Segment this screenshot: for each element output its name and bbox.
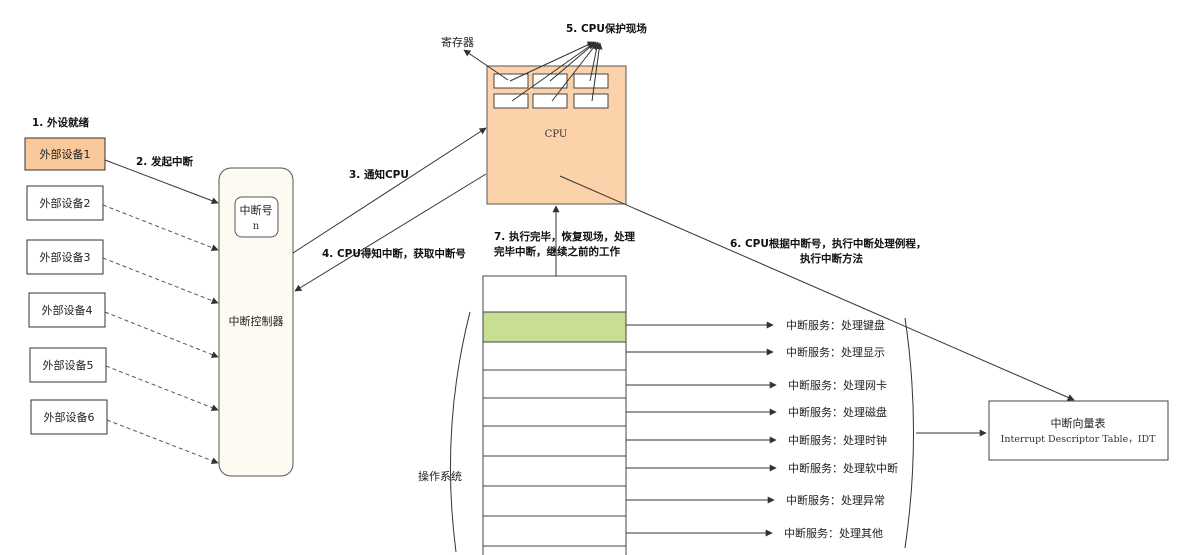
arrow-device3-controller xyxy=(102,257,219,304)
step-4-label: 4. CPU得知中断，获取中断号 xyxy=(322,247,466,260)
idt-subtitle: Interrupt Descriptor Table，IDT xyxy=(1001,434,1156,445)
os-table-row xyxy=(482,485,627,517)
service-label-soft-interrupt: 中断服务：处理软中断 xyxy=(788,461,898,475)
os-label: 操作系统 xyxy=(418,469,462,483)
os-brace xyxy=(449,311,471,553)
arrow-notify-cpu xyxy=(292,127,487,254)
idt-title: 中断向量表 xyxy=(1051,416,1106,430)
interrupt-number-box: 中断号 n xyxy=(234,196,279,238)
arrow-register-label xyxy=(463,49,509,81)
register-5 xyxy=(532,93,568,109)
service-label-clock: 中断服务：处理时钟 xyxy=(788,433,887,447)
os-table-row-top xyxy=(482,275,627,313)
os-table-row xyxy=(482,425,627,457)
os-table-row xyxy=(482,397,627,427)
arrow-device1-controller xyxy=(104,159,219,205)
step-7-label-line2: 完毕中断，继续之前的工作 xyxy=(494,245,620,258)
arrow-device2-controller xyxy=(102,204,219,251)
cpu-label: CPU xyxy=(545,129,568,140)
device-3: 外部设备3 xyxy=(26,239,104,275)
device-6-label: 外部设备6 xyxy=(44,410,95,424)
interrupt-number-value: n xyxy=(253,221,260,232)
step-1-label: 1. 外设就绪 xyxy=(32,116,89,129)
register-6 xyxy=(573,93,609,109)
device-2: 外部设备2 xyxy=(26,185,104,221)
step-3-label: 3. 通知CPU xyxy=(349,168,409,181)
step-7-label-line1: 7. 执行完毕，恢复现场，处理 xyxy=(494,230,635,243)
os-table-row-active xyxy=(482,311,627,343)
step-6-label-line1: 6. CPU根据中断号，执行中断处理例程， xyxy=(730,237,926,250)
step-5-label: 5. CPU保护现场 xyxy=(566,22,647,35)
save-context-arrows xyxy=(509,41,603,102)
service-label-network: 中断服务：处理网卡 xyxy=(788,378,887,392)
service-label-keyboard: 中断服务：处理键盘 xyxy=(786,318,885,332)
step-6-label-line2: 执行中断方法 xyxy=(800,252,863,265)
service-label-exception: 中断服务：处理异常 xyxy=(786,493,885,507)
arrow-device4-controller xyxy=(104,311,219,358)
device-4-label: 外部设备4 xyxy=(42,303,93,317)
service-arrows xyxy=(626,321,777,537)
register-label: 寄存器 xyxy=(441,35,474,49)
interrupt-number-label: 中断号 xyxy=(240,203,273,217)
device-1: 外部设备1 xyxy=(24,137,106,171)
device-3-label: 外部设备3 xyxy=(40,250,91,264)
os-table-row xyxy=(482,369,627,399)
os-table-row xyxy=(482,515,627,547)
services-brace xyxy=(904,317,914,549)
device-2-label: 外部设备2 xyxy=(40,196,91,210)
device-1-label: 外部设备1 xyxy=(40,147,91,161)
os-table xyxy=(482,275,627,555)
service-label-other: 中断服务：处理其他 xyxy=(784,526,883,540)
device-5: 外部设备5 xyxy=(29,347,107,383)
service-label-display: 中断服务：处理显示 xyxy=(786,345,885,359)
os-table-row xyxy=(482,455,627,487)
idt-box: 中断向量表 Interrupt Descriptor Table，IDT xyxy=(988,400,1169,461)
register-4 xyxy=(493,93,529,109)
interrupt-controller: 中断控制器 xyxy=(218,167,294,477)
cpu-box: CPU xyxy=(486,65,627,205)
os-table-row xyxy=(482,341,627,371)
device-4: 外部设备4 xyxy=(28,292,106,328)
device-5-label: 外部设备5 xyxy=(43,358,94,372)
arrow-device6-controller xyxy=(106,419,219,464)
service-label-disk: 中断服务：处理磁盘 xyxy=(788,405,887,419)
interrupt-controller-label: 中断控制器 xyxy=(229,314,284,328)
arrow-get-interrupt-number xyxy=(294,173,487,292)
arrow-cpu-to-idt xyxy=(559,175,1075,401)
device-6: 外部设备6 xyxy=(30,399,108,435)
step-2-label: 2. 发起中断 xyxy=(136,155,193,168)
arrow-device5-controller xyxy=(105,365,219,411)
